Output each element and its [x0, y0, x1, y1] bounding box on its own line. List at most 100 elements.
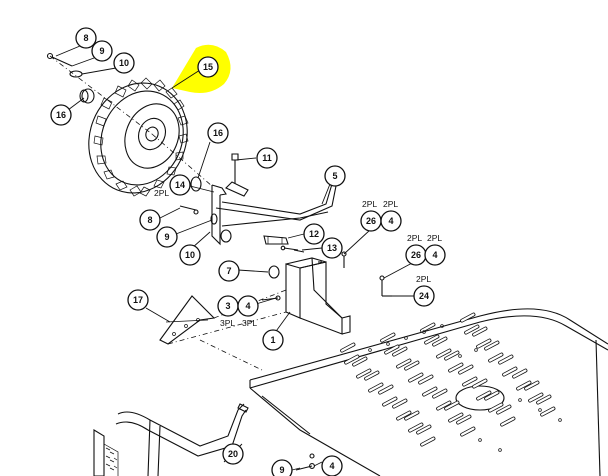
- callout-11: 11: [256, 147, 278, 169]
- deck-slot: [416, 424, 432, 435]
- svg-text:5: 5: [332, 171, 337, 181]
- deck-slot: [500, 416, 516, 427]
- svg-text:8: 8: [147, 215, 152, 225]
- callout-24: 24: [413, 285, 435, 307]
- deck-slot: [524, 380, 540, 391]
- qty-label: 3PL: [242, 318, 257, 328]
- deck-slot: [422, 386, 438, 397]
- deck-slot: [396, 358, 412, 369]
- callout-12: 12: [303, 223, 325, 245]
- deck-slot: [458, 364, 474, 375]
- deck-slot: [368, 382, 384, 393]
- svg-text:17: 17: [133, 295, 143, 305]
- callout-9: 9: [156, 226, 178, 248]
- deck-slot: [516, 380, 532, 391]
- deck-slot: [484, 390, 500, 401]
- deck-slot: [340, 342, 356, 353]
- deck-slot: [404, 360, 420, 371]
- deck-slot: [496, 404, 512, 415]
- callout-20: 20: [222, 443, 244, 465]
- deck-hole: [518, 398, 522, 402]
- svg-text:16: 16: [213, 128, 223, 138]
- svg-text:8: 8: [83, 33, 88, 43]
- deck-slot: [436, 348, 452, 359]
- deck-hole: [558, 418, 562, 422]
- svg-text:4: 4: [432, 250, 437, 260]
- svg-text:11: 11: [262, 153, 272, 163]
- callout-4: 4: [321, 455, 343, 476]
- deck-slot: [448, 362, 464, 373]
- svg-text:26: 26: [411, 250, 421, 260]
- deck-slot: [432, 336, 448, 347]
- svg-text:16: 16: [56, 110, 66, 120]
- deck-slot: [498, 354, 514, 365]
- deck-plate: [249, 308, 608, 476]
- deck-slot: [356, 368, 372, 379]
- callout-14: 14: [169, 174, 191, 196]
- deck-slot: [540, 406, 556, 417]
- deck-slot: [460, 426, 476, 437]
- deck-slot: [444, 400, 460, 411]
- callout-10: 10: [113, 52, 135, 74]
- deck-slot: [424, 334, 440, 345]
- svg-text:14: 14: [175, 180, 185, 190]
- deck-hole: [498, 448, 502, 452]
- deck-hole: [474, 348, 478, 352]
- deck-hole: [458, 354, 462, 358]
- deck-slots: [340, 312, 562, 452]
- deck-hole: [478, 438, 482, 442]
- svg-text:12: 12: [309, 229, 319, 239]
- deck-slot: [460, 312, 476, 323]
- callout-9: 9: [271, 459, 293, 476]
- deck-slot: [476, 390, 492, 401]
- deck-slot: [462, 376, 478, 387]
- deck-slot: [420, 436, 436, 447]
- svg-text:24: 24: [419, 291, 429, 301]
- deck-slot: [488, 352, 504, 363]
- deck-slot: [384, 344, 400, 355]
- deck-slot: [444, 350, 460, 361]
- callout-4: 4: [424, 244, 446, 266]
- deck-slot: [484, 340, 500, 351]
- qty-label: 3PL: [220, 318, 235, 328]
- deck-slot: [404, 410, 420, 421]
- svg-text:3: 3: [225, 301, 230, 311]
- wheel-hardware: [46, 52, 95, 104]
- svg-text:10: 10: [185, 250, 195, 260]
- qty-label: 2PL: [407, 233, 422, 243]
- deck-hole: [538, 408, 542, 412]
- deck-slot: [408, 422, 424, 433]
- deck-slot: [456, 414, 472, 425]
- deck-hole: [368, 348, 372, 352]
- svg-text:7: 7: [226, 266, 231, 276]
- callout-15: 15: [197, 56, 219, 78]
- callout-3: 3: [217, 295, 239, 317]
- deck-slot: [352, 356, 368, 367]
- deck-slot: [378, 384, 394, 395]
- svg-text:1: 1: [270, 335, 275, 345]
- qty-label: 2PL: [362, 199, 377, 209]
- belt-guard: [93, 429, 119, 476]
- svg-text:9: 9: [279, 465, 284, 475]
- deck-slot: [392, 346, 408, 357]
- deck-slot: [364, 370, 380, 381]
- bracket-12: [263, 235, 289, 245]
- deck-slot: [488, 402, 504, 413]
- deck-slot: [448, 412, 464, 423]
- deck-slot: [396, 410, 412, 421]
- deck-slot: [408, 372, 424, 383]
- callout-7: 7: [218, 260, 240, 282]
- callout-4: 4: [237, 295, 259, 317]
- qty-label: 2PL: [154, 188, 169, 198]
- deck-slot: [382, 396, 398, 407]
- deck-slot: [472, 326, 488, 337]
- deck-slot: [436, 400, 452, 411]
- wheel-tire: [88, 77, 189, 197]
- callout-17: 17: [127, 289, 149, 311]
- callout-9: 9: [91, 40, 113, 62]
- deck-hole: [422, 330, 426, 334]
- svg-text:10: 10: [119, 58, 129, 68]
- deck-hole: [386, 342, 390, 346]
- deck-hole: [404, 336, 408, 340]
